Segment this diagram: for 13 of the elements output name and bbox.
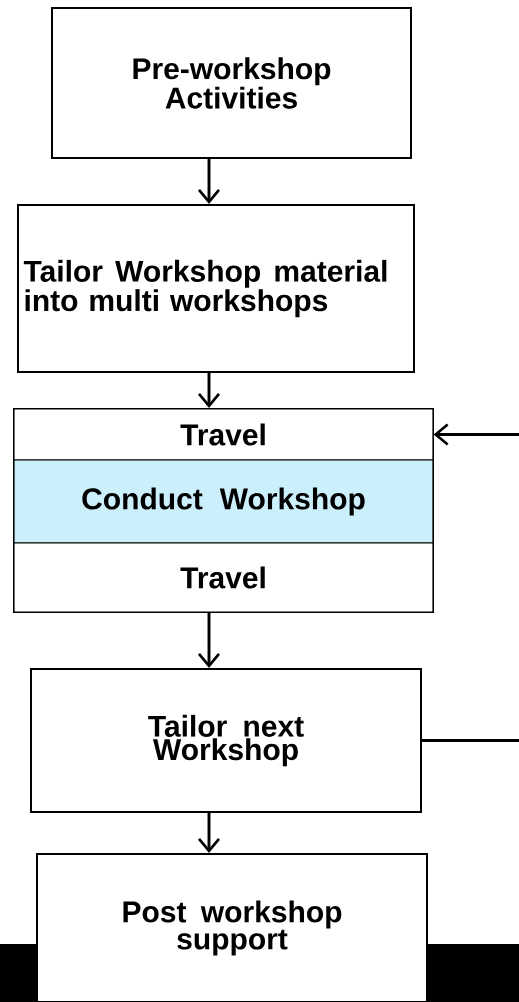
process-box: Tailor Workshop material into multi workshops <box>17 204 415 373</box>
stage-row: Travel <box>13 408 434 461</box>
connector-line <box>422 739 519 742</box>
arrow <box>197 159 221 204</box>
arrow <box>197 613 221 668</box>
arrow <box>433 423 519 446</box>
process-box: Tailor next Workshop <box>30 668 422 813</box>
arrow <box>197 373 221 408</box>
process-box: Pre-workshop Activities <box>51 7 412 159</box>
arrow <box>197 813 221 853</box>
process-box: Post workshop support <box>36 853 428 1002</box>
stage-row: Travel <box>13 542 434 613</box>
stage-row: Conduct Workshop <box>13 459 434 544</box>
